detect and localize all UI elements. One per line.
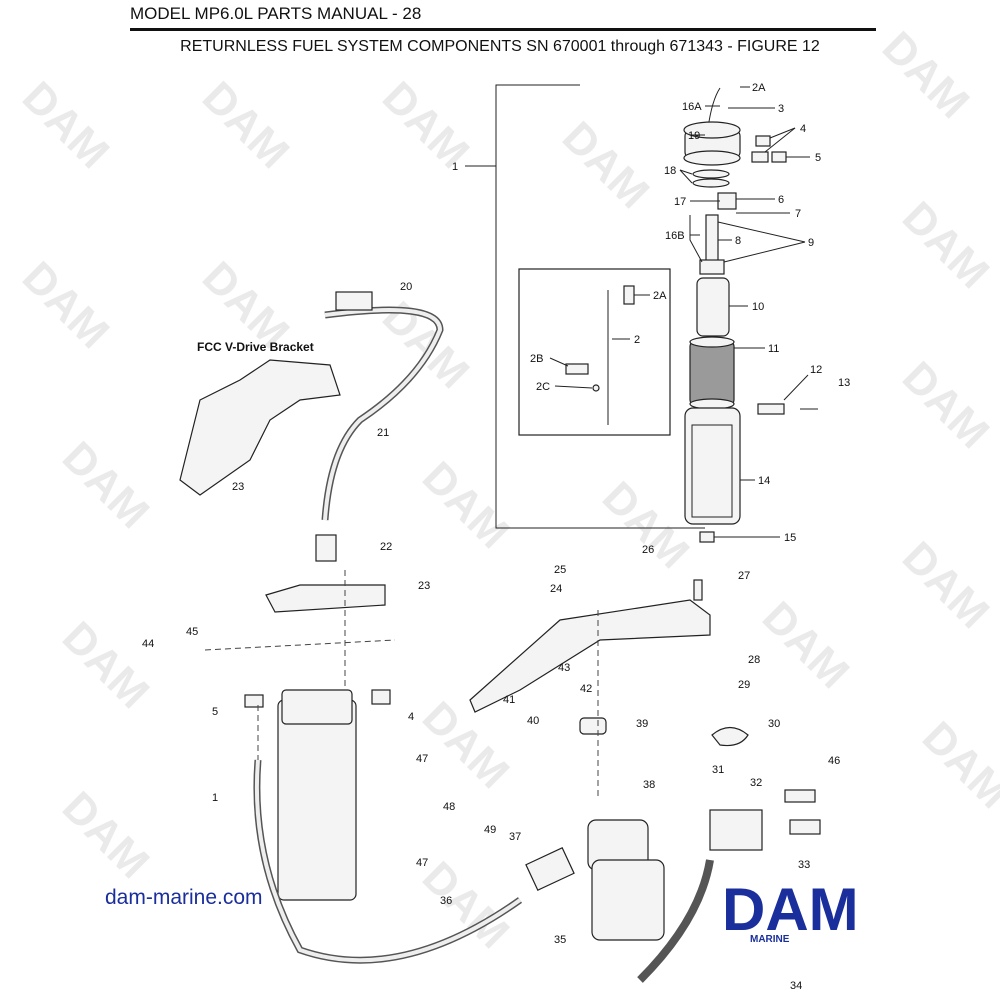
callout-label: 11 [768,343,779,355]
logo-main: DAM [722,876,859,943]
callout-label: 20 [400,281,412,293]
watermark-layer: DAM DAM DAM DAM DAM DAM DAM DAM DAM DAM … [13,22,1000,958]
callout-label: 37 [509,831,521,843]
callout-label: 30 [768,718,780,730]
callout-label: 10 [752,301,764,313]
callout-label: 21 [377,427,389,439]
callout-label: 22 [380,541,392,553]
callout-label: 36 [440,895,452,907]
callout-label: 14 [758,475,770,487]
callout-label: 24 [550,583,562,595]
callout-label: 34 [790,980,802,992]
figure-title: RETURNLESS FUEL SYSTEM COMPONENTS SN 670… [180,38,820,55]
callout-label: 9 [808,237,814,249]
watermark: DAM [13,252,119,358]
callout-label: 2 [634,334,640,346]
watermark: DAM [913,712,1000,818]
callout-label: 44 [142,638,154,650]
callout-label: 6 [778,194,784,206]
watermark: DAM [13,72,119,178]
callout-label: 7 [795,208,801,220]
callout-label: 8 [735,235,741,247]
callout-label: 4 [800,123,806,135]
watermark: DAM [193,72,299,178]
callout-label: 2A [752,82,766,94]
callout-label: 27 [738,570,750,582]
callout-label: 2A [653,290,667,302]
callout-label: 23 [232,481,244,493]
inset-wire-harness [565,285,635,425]
callout-label: 35 [554,934,566,946]
inset-box [518,268,671,436]
callout-label: 47 [416,857,428,869]
callout-label: 2C [536,381,550,393]
callout-label: 48 [443,801,455,813]
watermark: DAM [893,352,999,458]
callout-label: 33 [798,859,810,871]
callout-label: 19 [688,130,700,142]
filter-module-exploded [683,87,818,543]
callout-label: 38 [643,779,655,791]
callout-label: 2B [530,353,543,365]
callout-label: 47 [416,753,428,765]
watermark: DAM [753,592,859,698]
header-rule [130,28,876,31]
callout-label: 29 [738,679,750,691]
dam-marine-logo: DAM MARINE [722,876,859,945]
watermark: DAM [53,612,159,718]
callout-label: 31 [712,764,724,776]
callout-label: 43 [558,662,570,674]
page-header-title: MODEL MP6.0L PARTS MANUAL - 28 [130,4,422,23]
watermark: DAM [53,782,159,888]
callout-label: 1 [212,792,218,804]
watermark: DAM [413,852,519,958]
callout-label: 26 [642,544,654,556]
callout-label: 40 [527,715,539,727]
callout-label: 45 [186,626,198,638]
website-link[interactable]: dam-marine.com [105,886,263,909]
watermark: DAM [373,72,479,178]
watermark: DAM [413,692,519,798]
watermark: DAM [53,432,159,538]
callout-label: 42 [580,683,592,695]
group-bracket [495,84,705,529]
callout-label: 4 [408,711,414,723]
callout-label: 18 [664,165,676,177]
lower-left-assembly [179,291,523,964]
bracket-caption: FCC V-Drive Bracket [197,340,314,354]
callout-label: 32 [750,777,762,789]
callout-label: 16A [682,101,702,113]
callout-label: 3 [778,103,784,115]
callout-label: 39 [636,718,648,730]
logo-sub: MARINE [750,934,790,945]
callout-label: 13 [838,377,850,389]
callout-label: 1 [452,161,458,173]
callout-label: 23 [418,580,430,592]
callout-label: 16B [665,230,685,242]
callout-label: 49 [484,824,496,836]
leader-lines-top [549,86,810,538]
watermark: DAM [553,112,659,218]
callout-label: 41 [503,694,515,706]
callout-label: 28 [748,654,760,666]
callout-label: 15 [784,532,796,544]
watermark: DAM [893,532,999,638]
callout-label: 5 [212,706,218,718]
watermark: DAM [593,472,699,578]
lower-right-assembly [469,579,821,983]
callout-label: 25 [554,564,566,576]
watermark: DAM [893,192,999,298]
callout-label: 46 [828,755,840,767]
callout-label: 17 [674,196,686,208]
watermark: DAM [873,22,979,128]
watermark: DAM [413,452,519,558]
callout-label: 5 [815,152,821,164]
callout-label: 12 [810,364,822,376]
